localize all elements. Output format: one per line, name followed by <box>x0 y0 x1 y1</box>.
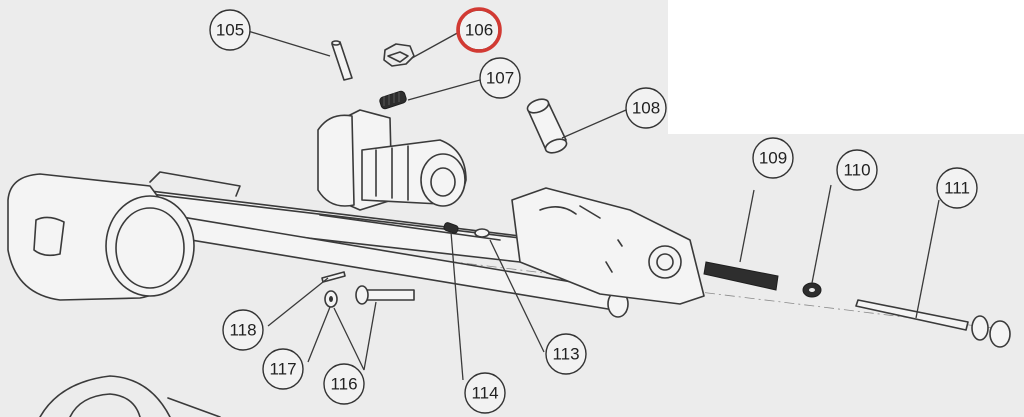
blank-white-area <box>668 0 1024 134</box>
callout-110-label: 110 <box>843 161 870 180</box>
callout-113: 113 <box>545 333 587 375</box>
part-107-small-spring <box>379 90 407 110</box>
callout-118-label: 118 <box>229 321 256 340</box>
part-barrel-tubes <box>59 179 629 318</box>
callout-117: 117 <box>262 348 304 390</box>
callout-116-label: 116 <box>330 375 357 394</box>
part-rear-block <box>511 187 705 305</box>
highlight-ring <box>456 7 502 53</box>
callout-106: 106 <box>456 7 502 53</box>
part-lower-housing <box>39 375 221 417</box>
callout-118: 118 <box>222 309 264 351</box>
callout-108: 108 <box>625 87 667 129</box>
callout-109-label: 109 <box>759 149 787 168</box>
callout-114: 114 <box>464 372 506 414</box>
part-117-small-washer <box>324 290 338 308</box>
callout-107: 107 <box>479 57 521 99</box>
part-116-screw <box>355 285 415 305</box>
callout-105-label: 105 <box>216 21 244 40</box>
part-gas-block <box>317 109 467 211</box>
callout-111-label: 111 <box>944 179 970 198</box>
part-105-pin <box>331 40 353 81</box>
callout-116: 116 <box>323 363 365 405</box>
callout-108-label: 108 <box>632 99 660 118</box>
part-108-cylinder-pin <box>526 98 568 154</box>
leader-lines <box>247 30 940 381</box>
part-118-tiny-pin <box>321 271 346 283</box>
callout-107-label: 107 <box>486 69 514 88</box>
callout-105: 105 <box>209 9 251 51</box>
part-109-spring <box>703 261 779 291</box>
callout-111: 111 <box>936 167 978 209</box>
part-front-housing <box>7 171 241 301</box>
part-110-washer <box>802 282 822 298</box>
part-106-spring-clip <box>383 43 415 67</box>
callout-106-label: 106 <box>465 21 493 40</box>
part-113-pin <box>474 228 490 238</box>
callout-117-label: 117 <box>269 360 296 379</box>
part-111-rod <box>855 299 1011 348</box>
callout-113-label: 113 <box>552 345 579 364</box>
callout-109: 109 <box>752 137 794 179</box>
part-114-pin <box>443 222 459 234</box>
callout-114-label: 114 <box>471 384 498 403</box>
callout-110: 110 <box>836 149 878 191</box>
